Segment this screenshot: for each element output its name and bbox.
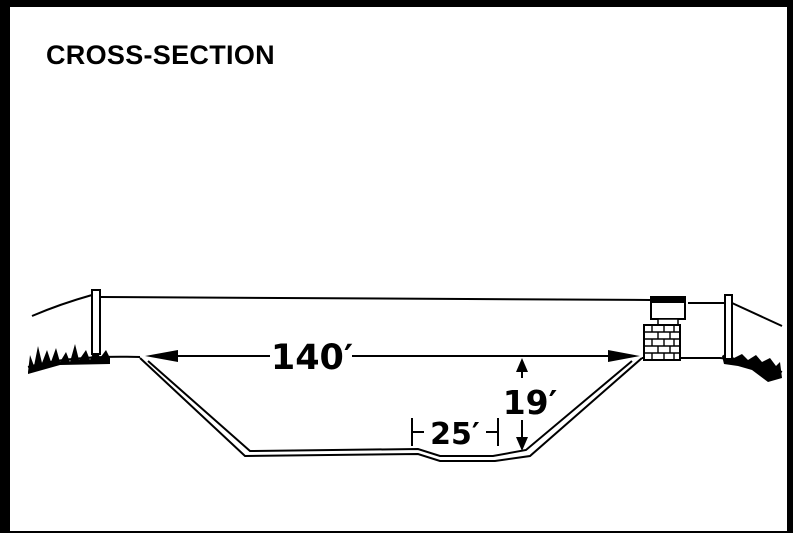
brick-mailbox — [643, 296, 686, 361]
grass-tuft-left — [28, 344, 110, 374]
channel-outline-inner — [147, 360, 633, 457]
width-label: 140′ — [271, 338, 353, 378]
width-arrow-left — [145, 350, 178, 362]
bottom-dimension-line — [411, 418, 499, 446]
fence-post-right — [724, 294, 733, 360]
fence-wire — [31, 294, 783, 327]
width-arrow-right — [608, 350, 640, 362]
depth-arrow-bottom — [516, 437, 528, 451]
bottom-label: 25′ — [430, 417, 480, 452]
diagram-title: CROSS-SECTION — [46, 40, 275, 70]
fence-post-left — [91, 289, 101, 355]
depth-label: 19′ — [503, 383, 558, 422]
grass-tuft-right — [722, 352, 782, 382]
channel-outline-outer — [139, 357, 643, 462]
depth-arrow-top — [516, 358, 528, 372]
